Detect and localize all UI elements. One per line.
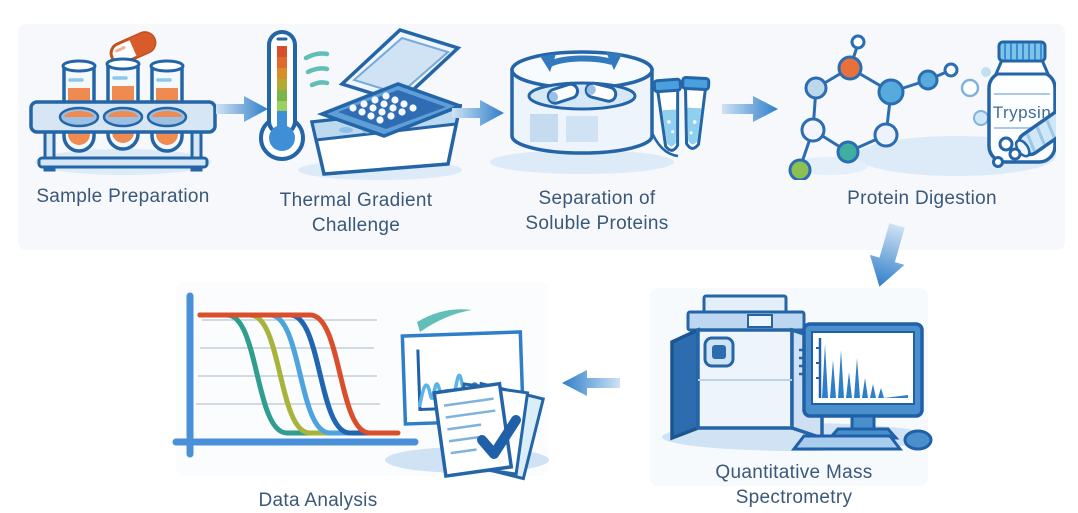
step-label: Sample Preparation	[36, 186, 210, 207]
spilled-tube-icon	[992, 108, 1056, 168]
microtubes-icon	[652, 75, 711, 152]
protein-digestion-icon: Trypsin	[788, 34, 1056, 180]
arrow-right-3-icon	[722, 96, 778, 122]
step-data-analysis: Data Analysis	[172, 282, 558, 513]
documents-check-icon	[432, 381, 546, 481]
monitor-spectrum-icon	[802, 322, 924, 440]
step-label: Protein Digestion	[847, 188, 997, 209]
molecule-icon	[788, 34, 1000, 180]
mouse-icon	[903, 429, 933, 451]
capsule-icon	[109, 31, 157, 65]
arrow-right-2-icon	[452, 100, 504, 126]
step-thermal-gradient-challenge: Thermal Gradient Challenge	[250, 22, 462, 238]
thermal-cycler-icon	[259, 28, 462, 180]
step-sample-preparation: Sample Preparation	[15, 26, 231, 209]
thermometer-icon	[259, 30, 305, 161]
data-analysis-icon	[172, 292, 549, 481]
arrow-right-1-icon	[216, 96, 268, 122]
centrifuge-icon	[490, 50, 711, 174]
step-label: Quantitative Mass Spectrometry	[715, 462, 873, 509]
step-label: Data Analysis	[258, 490, 378, 511]
step-quantitative-mass-spectrometry: Quantitative Mass Spectrometry	[652, 288, 936, 510]
rotation-arrow-icon	[540, 52, 622, 72]
melting-curves-icon	[172, 292, 419, 458]
heat-swoosh-icon	[303, 51, 330, 88]
step-separation-of-soluble-proteins: Separation of Soluble Proteins	[482, 28, 712, 236]
step-label: Thermal Gradient Challenge	[279, 190, 433, 237]
trypsin-label: Trypsin	[993, 103, 1052, 122]
arrow-left-icon	[562, 370, 620, 396]
step-protein-digestion: Trypsin Protein Digestion	[788, 30, 1056, 211]
step-label: Separation of Soluble Proteins	[525, 188, 669, 235]
mass-spectrometer-icon	[662, 294, 933, 451]
arrow-down-icon	[869, 223, 905, 287]
keyboard-icon	[790, 434, 904, 451]
test-tube-rack-icon	[29, 31, 217, 175]
